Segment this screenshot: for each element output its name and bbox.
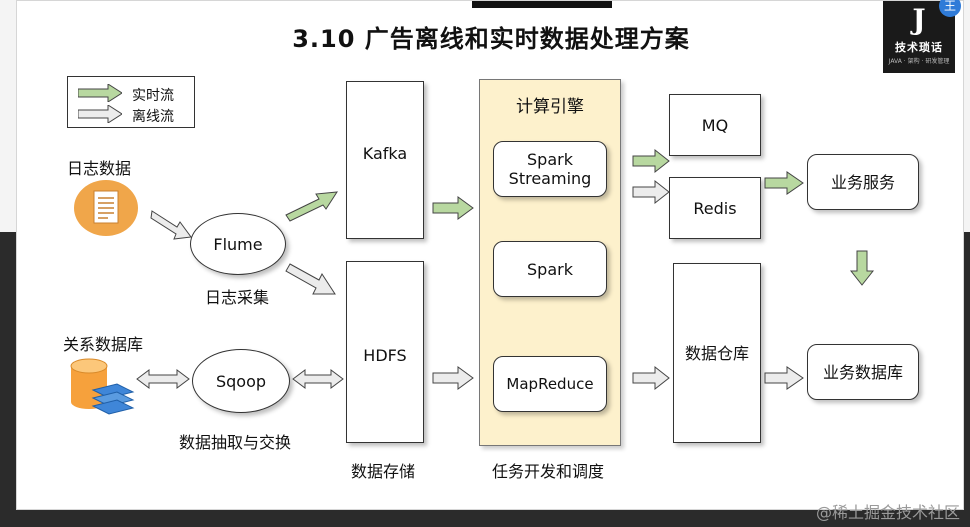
arrow-kafka-to-engine: [432, 196, 474, 220]
legend-offline-label: 离线流: [132, 109, 174, 125]
realtime-arrow-icon: [77, 83, 123, 103]
compute-engine-title: 计算引擎: [516, 97, 584, 117]
kafka-node[interactable]: Kafka: [346, 81, 424, 239]
legend-realtime: 实时流: [77, 83, 174, 104]
arrow-sqoop-hdfs: [292, 369, 344, 389]
legend-realtime-label: 实时流: [132, 88, 174, 104]
arrow-db-sqoop: [136, 369, 190, 389]
hdfs-node[interactable]: HDFS: [346, 261, 424, 443]
engine-caption: 任务开发和调度: [492, 462, 605, 481]
brand-logo: J 技术琐话 JAVA · 架构 · 研发管理 王: [883, 0, 961, 73]
data-warehouse-node[interactable]: 数据仓库: [673, 263, 761, 443]
arrow-log-to-flume: [150, 210, 192, 240]
redis-node[interactable]: Redis: [669, 177, 761, 239]
legend-offline: 离线流: [77, 104, 174, 125]
spark-streaming-node[interactable]: Spark Streaming: [493, 141, 607, 197]
mq-node[interactable]: MQ: [669, 94, 761, 156]
brand-subtitle: JAVA · 架构 · 研发管理: [888, 58, 950, 65]
business-service-node[interactable]: 业务服务: [807, 154, 919, 210]
flow-arrows: [136, 148, 875, 391]
storage-caption: 数据存储: [351, 462, 416, 481]
log-data-label: 日志数据: [67, 159, 132, 178]
arrow-engine-to-mq: [632, 148, 670, 174]
user-badge[interactable]: 王: [939, 0, 961, 17]
log-file-icon: [74, 180, 138, 236]
legend: 实时流 离线流: [67, 76, 195, 128]
relational-db-label: 关系数据库: [63, 335, 144, 354]
arrow-flume-to-kafka: [285, 191, 338, 222]
offline-arrow-icon: [77, 104, 123, 124]
mapreduce-node[interactable]: MapReduce: [493, 356, 607, 412]
brand-name: 技术琐话: [895, 41, 943, 54]
arrow-hdfs-to-engine: [432, 366, 474, 390]
sqoop-caption: 数据抽取与交换: [179, 433, 292, 452]
database-icon: [70, 358, 135, 415]
brand-letter: J: [912, 3, 926, 36]
arrow-redis-to-service: [764, 171, 804, 195]
arrow-engine-to-warehouse: [632, 365, 670, 391]
slide: 3.10 广告离线和实时数据处理方案 J 技术琐话 JAVA · 架构 · 研发…: [16, 0, 964, 510]
compute-engine-panel: 计算引擎 Spark Streaming Spark MapReduce: [479, 79, 621, 446]
slide-top-bar: [472, 1, 612, 8]
arrow-engine-to-redis: [632, 179, 670, 205]
business-database-node[interactable]: 业务数据库: [807, 344, 919, 400]
sqoop-node[interactable]: Sqoop: [192, 349, 290, 413]
spark-node[interactable]: Spark: [493, 241, 607, 297]
arrow-service-to-database: [849, 250, 875, 286]
flume-caption: 日志采集: [205, 288, 270, 307]
watermark: @稀土掘金技术社区: [815, 503, 960, 522]
arrow-flume-to-hdfs: [285, 263, 336, 295]
slide-title: 3.10 广告离线和实时数据处理方案: [292, 25, 690, 53]
arrow-warehouse-to-database: [764, 366, 804, 390]
flume-node[interactable]: Flume: [190, 213, 286, 275]
